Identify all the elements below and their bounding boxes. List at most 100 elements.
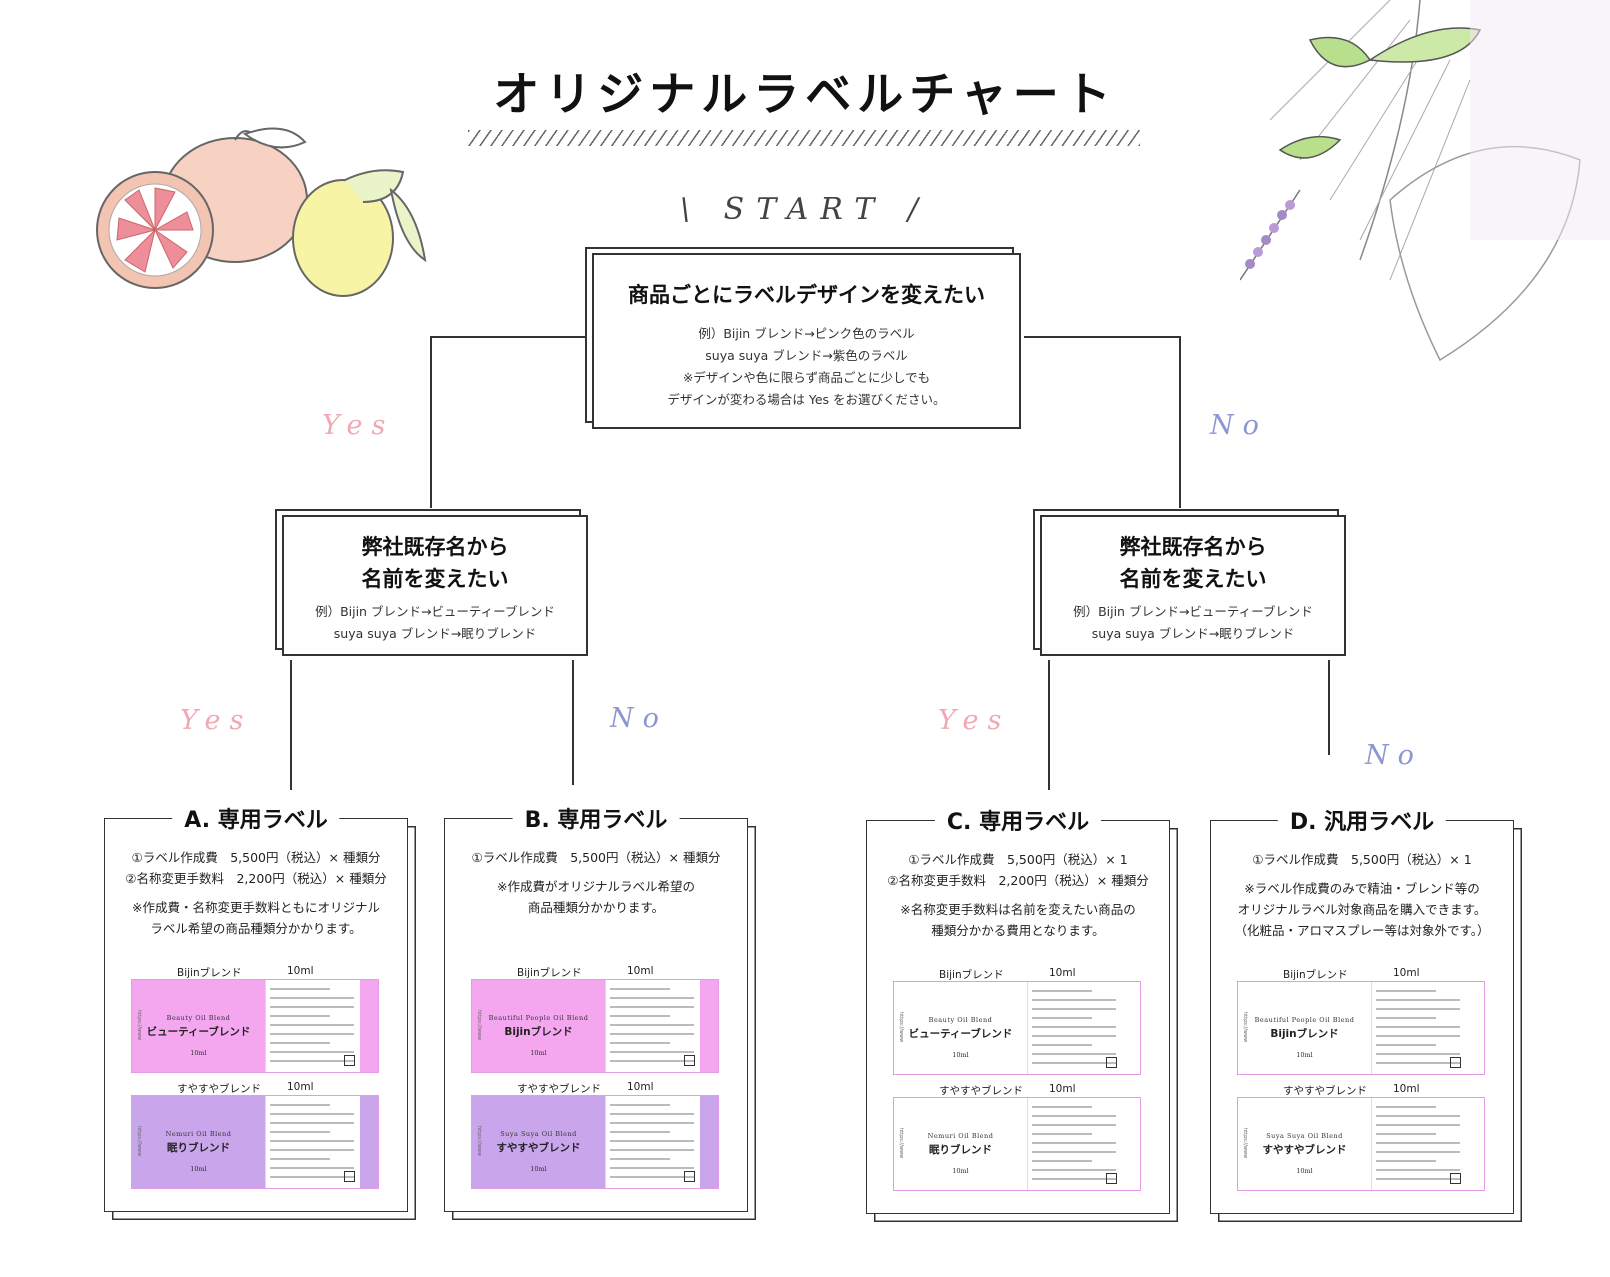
label-ml: 10ml [530,1165,547,1173]
label-text-line [610,1051,694,1053]
label-text-line [270,1060,354,1062]
question-title: 名前を変えたい [361,567,509,591]
leaf-icon [1308,36,1372,68]
label-text-line [610,1033,694,1035]
label-back [265,980,360,1072]
label-english-name: Beautiful People Oil Blend [488,1014,589,1022]
label-text-line [270,1042,330,1044]
label-text-line [1032,1151,1116,1153]
answer-yes: Yes [180,705,253,736]
label-text-line [1032,990,1092,992]
connector-line [1024,336,1180,338]
recycle-icon [684,1055,695,1066]
label-english-name: Suya Suya Oil Blend [500,1130,577,1138]
question-title: 弊社既存名から [1119,535,1267,559]
label-text-line [1376,1044,1436,1046]
question-note: 例）Bijin ブレンド→ビューティーブレンド [315,604,555,619]
label-text-line [1376,990,1436,992]
label-text-line [270,1167,354,1169]
fee-line: ②名称変更手数料 2,200円（税込）× 種類分 [887,873,1149,888]
label-ml: 10ml [952,1051,969,1059]
label-side [700,980,718,1072]
label-japanese-name: ビューティーブレンド [908,1028,1013,1040]
label-text-line [270,997,354,999]
label-text-line [1376,1160,1436,1162]
label-product-name: Bijinブレンド [939,969,1004,981]
label-side [1122,982,1140,1074]
recycle-icon [1450,1057,1461,1068]
title-underline [468,130,1140,146]
label-text-line [1032,1160,1092,1162]
label-text-line [1376,1142,1460,1144]
question-title: 弊社既存名から [361,535,509,559]
label-english-name: Beauty Oil Blend [928,1016,993,1024]
label-volume: 10ml [1049,1083,1076,1095]
label-english-name: Nemuri Oil Blend [165,1130,232,1138]
label-japanese-name: Bijinブレンド [504,1026,573,1038]
label-volume: 10ml [627,965,654,977]
connector-line [430,336,590,338]
label-url-text: https://www [1242,1012,1248,1043]
label-text-line [1032,1115,1116,1117]
recycle-icon [684,1171,695,1182]
label-text-line [1376,1115,1460,1117]
recycle-icon [1106,1173,1117,1184]
label-url-text: https://www [898,1012,904,1043]
label-text-line [610,1158,670,1160]
label-text-line [610,1113,694,1115]
card-note-line: ※ラベル作成費のみで精油・ブレンド等の [1244,881,1480,896]
label-product-name: Bijinブレンド [1283,969,1348,981]
label-text-line [270,1015,330,1017]
label-text-line [1032,1035,1116,1037]
label-side [360,1096,378,1188]
label-text-line [1032,1017,1092,1019]
label-english-name: Suya Suya Oil Blend [1266,1132,1343,1140]
question-title: 名前を変えたい [1119,567,1267,591]
card-note-line: ※作成費がオリジナルラベル希望の [497,879,695,894]
label-front: https://www Suya Suya Oil Blend すやすやブレンド 10… [1238,1098,1371,1190]
label-text-line [270,1033,354,1035]
label-back [1027,1098,1122,1190]
card-note-line: 商品種類分かかります。 [527,900,665,915]
label-japanese-name: すやすやブレンド [1262,1144,1347,1156]
label-text-line [610,988,670,990]
card-title: A. 専用ラベル [172,802,340,834]
label-sample: Bijinブレンド 10ml https://www Beauty Oil Blend… [893,967,1141,1075]
label-text-line [1032,1053,1116,1055]
lavender-icon [1240,189,1301,281]
label-text-line [610,1149,694,1151]
label-url-text: https://www [1242,1128,1248,1159]
label-product-name: すやすやブレンド [177,1083,261,1095]
connector-line [572,660,574,785]
label-text-line [610,1015,670,1017]
question-title: 商品ごとにラベルデザインを変えたい [628,283,985,307]
label-ml: 10ml [1296,1167,1313,1175]
lemon-icon [292,179,394,297]
fee-line: ①ラベル作成費 5,500円（税込）× 1 [908,852,1128,867]
label-url-text: https://www [136,1010,142,1041]
question-box-design: 商品ごとにラベルデザインを変えたい 例）Bijin ブレンド→ピンク色のラベル … [592,253,1021,429]
fee-line: ②名称変更手数料 2,200円（税込）× 種類分 [125,871,387,886]
label-english-name: Nemuri Oil Blend [927,1132,994,1140]
label-text-line [1032,1008,1116,1010]
question-note: ※デザインや色に限らず商品ごとに少しでも [682,370,931,385]
page-title: オリジナルラベルチャート [493,67,1117,121]
label-url-text: https://www [136,1126,142,1157]
fee-line: ①ラベル作成費 5,500円（税込）× 種類分 [471,850,721,865]
label-text-line [1376,1151,1460,1153]
connector-line [290,660,292,790]
card-note-line: 種類分かかる費用となります。 [931,923,1105,938]
label-text-line [270,1122,354,1124]
card-d: D. 汎用ラベル ①ラベル作成費 5,500円（税込）× 1 ※ラベル作成費のみ… [1210,804,1514,1214]
label-back [1371,1098,1466,1190]
